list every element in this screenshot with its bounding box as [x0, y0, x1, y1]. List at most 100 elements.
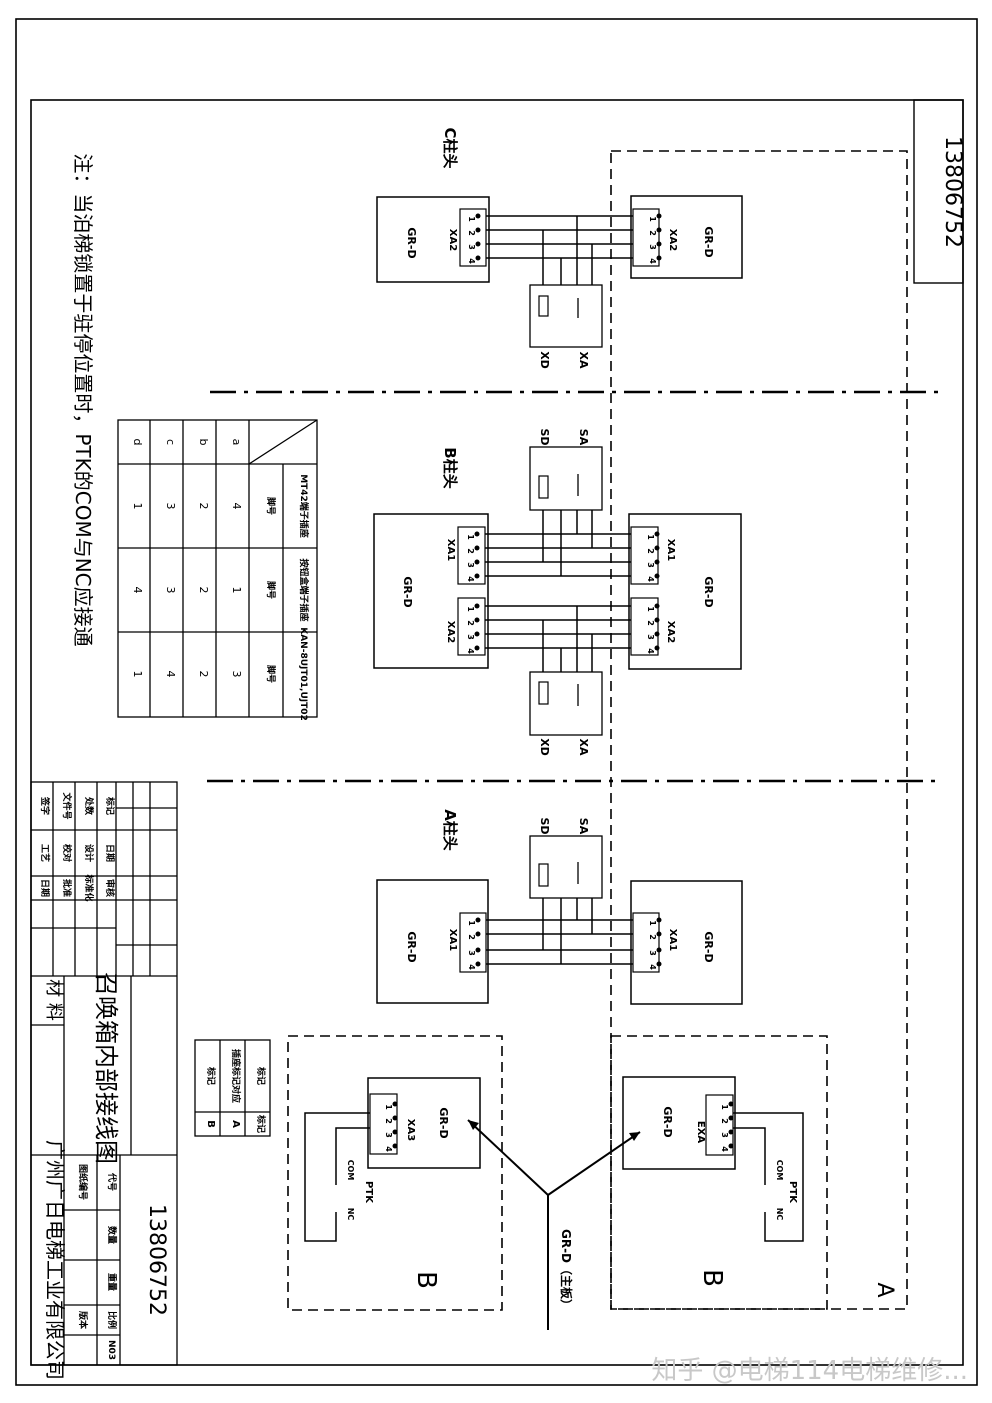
title-block-small-label: 数量 — [106, 1226, 118, 1244]
pin-label: 3 — [467, 244, 476, 250]
pin-terminal — [392, 1143, 398, 1149]
company-name: 广州广日电梯工业有限公司 — [43, 1140, 67, 1380]
a-sd-label: SD — [538, 817, 551, 834]
title-block-label: 校对 — [61, 844, 73, 862]
a-right-board-label: GR-D — [702, 931, 715, 962]
b-right-board — [628, 513, 742, 670]
b-group-right-nc: NC — [775, 1208, 784, 1221]
pin-terminal — [392, 1129, 398, 1135]
drawing-title: 召唤箱内部接线图 — [92, 972, 120, 1164]
pin-terminal — [728, 1143, 734, 1149]
pin-label: 4 — [648, 964, 657, 970]
small-table-a: A — [230, 1120, 241, 1128]
pin-terminal — [475, 241, 481, 247]
table-cell: 2 — [197, 503, 210, 510]
pin-terminal — [475, 931, 481, 937]
b-left-board-label: GR-D — [401, 576, 414, 607]
pin-label: 3 — [384, 1132, 393, 1138]
b-group-left-ptk: PTK — [363, 1181, 374, 1204]
b-right-xa2-label: XA2 — [665, 621, 676, 643]
pin-label: 4 — [646, 648, 655, 654]
pin-terminal — [654, 545, 660, 551]
b-group-left-board-label: GR-D — [437, 1107, 450, 1138]
pin-label: 1 — [384, 1104, 393, 1110]
pin-terminal — [656, 947, 662, 953]
b-xa-label: XA — [577, 739, 590, 756]
b-left-xa1-label: XA1 — [445, 539, 456, 561]
pin-terminal — [475, 227, 481, 233]
title-block-label: 标记 — [104, 796, 116, 815]
b-left-xa1 — [457, 526, 486, 585]
pin-label: 2 — [646, 620, 655, 626]
title-block-label: 日期 — [39, 879, 51, 897]
title-block-label: 日期 — [104, 844, 116, 862]
small-table-b: B — [205, 1120, 216, 1128]
title-block-label: 批准 — [61, 879, 73, 897]
b-bottom-xd-lamp — [538, 681, 549, 705]
mapping-table — [117, 419, 318, 718]
a-left-connector — [459, 912, 487, 973]
c-left-board — [376, 196, 490, 283]
drawing-number: 13806752 — [940, 136, 965, 248]
b-group-left — [287, 1035, 503, 1311]
b-top-sd-lamp — [538, 475, 549, 499]
pin-label: 4 — [467, 258, 476, 264]
pin-label: 1 — [466, 534, 475, 540]
b-group-right-board — [622, 1076, 736, 1170]
pin-label: 1 — [466, 606, 475, 612]
b-group-right — [610, 1035, 828, 1310]
pin-label: 1 — [467, 920, 476, 926]
b-group-left-connector-label: XA3 — [405, 1119, 416, 1141]
pin-label: 1 — [648, 920, 657, 926]
b-top-sd-sa-box — [529, 446, 603, 511]
watermark: 知乎 @电梯114电梯维修... — [651, 1356, 968, 1386]
b-sa-label: SA — [577, 429, 590, 446]
pin-label: 1 — [646, 534, 655, 540]
section-a-title: A柱头 — [441, 809, 459, 851]
pin-terminal — [474, 617, 480, 623]
pin-label: 4 — [466, 648, 475, 654]
table-row-label: b — [197, 439, 210, 446]
pin-label: 3 — [646, 562, 655, 568]
pin-terminal — [728, 1129, 734, 1135]
title-block-label: 设计 — [83, 844, 95, 862]
table-subheader-1: 脚号 — [265, 497, 277, 515]
pin-label: 3 — [646, 634, 655, 640]
title-block-label: 文件号 — [61, 791, 73, 819]
b-group-left-wire-2 — [335, 1127, 370, 1185]
pin-terminal — [654, 645, 660, 651]
material-label: 材 料 — [43, 979, 64, 1021]
pin-label: 1 — [467, 216, 476, 222]
pin-terminal — [656, 917, 662, 923]
pin-label: 3 — [467, 950, 476, 956]
pin-terminal — [656, 255, 662, 261]
outer-border — [15, 18, 978, 1386]
c-wires — [486, 215, 633, 285]
b-group-left-nc: NC — [346, 1208, 355, 1221]
a-left-connector-label: XA1 — [447, 929, 458, 951]
pin-terminal — [728, 1115, 734, 1121]
pin-terminal — [474, 559, 480, 565]
table-row-label: c — [164, 439, 177, 445]
pin-terminal — [654, 603, 660, 609]
pin-terminal — [474, 545, 480, 551]
b-right-xa2 — [630, 597, 659, 656]
title-block-label: 处数 — [83, 796, 95, 816]
pin-terminal — [392, 1115, 398, 1121]
pin-label: 2 — [648, 934, 657, 940]
small-table-h1: 插座标记对应 — [230, 1049, 242, 1103]
table-cell: 4 — [230, 503, 243, 510]
c-xd-xa-box — [529, 284, 603, 348]
pin-label: 4 — [646, 576, 655, 582]
title-block-label: 工艺 — [39, 844, 51, 862]
b-group-left-com: COM — [346, 1160, 355, 1181]
table-cell: 3 — [164, 503, 177, 510]
b-group-right-board-label: GR-D — [661, 1106, 674, 1137]
table-cell: 1 — [131, 671, 144, 678]
pin-terminal — [728, 1101, 734, 1107]
table-cell: 1 — [230, 587, 243, 594]
a-sd-sa-box — [529, 835, 603, 899]
